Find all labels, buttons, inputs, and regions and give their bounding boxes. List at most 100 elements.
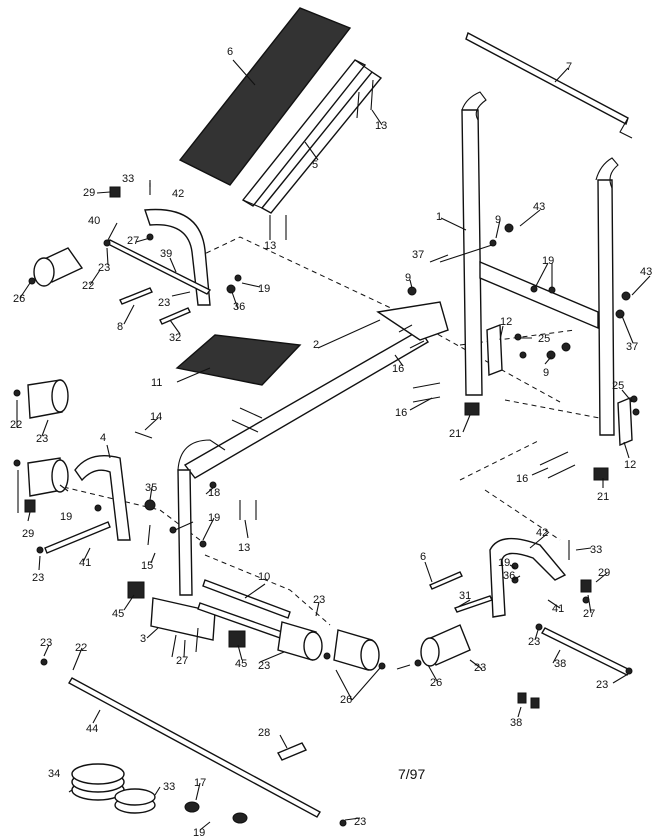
part-label: 19 <box>498 557 510 569</box>
part-label: 22 <box>10 419 22 431</box>
part-label: 25 <box>612 380 624 392</box>
roller-pad <box>27 379 69 419</box>
part-label: 33 <box>590 544 602 556</box>
roller-pad <box>333 629 380 671</box>
main-frame <box>177 301 449 596</box>
part-label: 41 <box>552 603 564 615</box>
part-label: 15 <box>141 560 153 572</box>
part-label: 37 <box>412 249 424 261</box>
part-label: 16 <box>516 473 528 485</box>
part-label: 42 <box>172 188 184 200</box>
part-label: 33 <box>122 173 134 185</box>
small-rods <box>44 239 631 676</box>
part-label: 23 <box>528 636 540 648</box>
back-pad <box>178 7 352 186</box>
part-label: 37 <box>626 341 638 353</box>
guide-line <box>484 489 561 541</box>
part-label: 3 <box>140 633 146 645</box>
part-label: 44 <box>86 723 98 735</box>
part-label: 23 <box>98 262 110 274</box>
part-label: 21 <box>597 491 609 503</box>
part-label: 11 <box>151 377 162 389</box>
part-label: 43 <box>533 201 545 213</box>
part-label: 23 <box>313 594 325 606</box>
leg-lift-bracket-top <box>144 208 211 306</box>
part-label: 5 <box>312 159 318 171</box>
part-label: 25 <box>538 333 550 345</box>
part-label: 9 <box>495 214 501 226</box>
part-label: 19 <box>542 255 554 267</box>
fasteners <box>13 79 640 827</box>
part-label: 6 <box>227 46 233 58</box>
roller-pad <box>277 621 323 661</box>
part-label: 23 <box>258 660 270 672</box>
part-label: 40 <box>88 215 100 227</box>
part-label: 23 <box>158 297 170 309</box>
part-label: 2 <box>313 339 319 351</box>
upright-frame <box>461 91 619 436</box>
part-label: 14 <box>150 411 162 423</box>
feet-caps <box>24 186 609 648</box>
guide-line <box>459 439 541 481</box>
part-label: 36 <box>233 301 245 313</box>
part-label: 17 <box>194 777 206 789</box>
part-label: 45 <box>112 608 124 620</box>
part-label: 42 <box>536 527 548 539</box>
part-label: 39 <box>160 248 172 260</box>
leg-lift-bracket-left <box>74 455 131 541</box>
date-code: 7/97 <box>398 766 425 782</box>
brackets <box>486 323 633 447</box>
roller-pad <box>27 457 69 497</box>
part-label: 29 <box>22 528 34 540</box>
part-label: 13 <box>375 120 387 132</box>
part-label: 10 <box>258 571 270 583</box>
back-pad-rails <box>241 59 383 214</box>
part-label: 26 <box>13 293 25 305</box>
part-labels: 6 7 13 5 33 29 42 40 27 39 23 22 26 23 1… <box>10 46 652 839</box>
part-label: 21 <box>449 428 461 440</box>
part-label: 23 <box>596 679 608 691</box>
part-label: 34 <box>48 768 60 780</box>
part-label: 22 <box>82 280 94 292</box>
part-label: 4 <box>100 432 106 444</box>
leg-lift-bracket-right <box>489 537 567 618</box>
part-label: 23 <box>354 816 366 828</box>
part-label: 27 <box>583 608 595 620</box>
part-label: 23 <box>40 637 52 649</box>
guide-line <box>197 236 396 311</box>
part-label: 36 <box>503 570 515 582</box>
part-label: 45 <box>235 658 247 670</box>
part-label: 7 <box>566 61 572 73</box>
part-label: 32 <box>169 332 181 344</box>
part-label: 23 <box>36 433 48 445</box>
part-label: 38 <box>510 717 522 729</box>
part-label: 19 <box>193 827 205 839</box>
part-label: 1 <box>436 211 442 223</box>
part-label: 12 <box>624 459 636 471</box>
part-label: 13 <box>238 542 250 554</box>
roller-pads <box>27 247 471 671</box>
part-label: 19 <box>258 283 270 295</box>
guide-line <box>504 399 611 421</box>
part-label: 12 <box>500 316 512 328</box>
crossbar <box>465 31 633 139</box>
part-label: 22 <box>75 642 87 654</box>
part-label: 27 <box>176 655 188 667</box>
part-label: 6 <box>420 551 426 563</box>
part-label: 38 <box>554 658 566 670</box>
part-label: 9 <box>405 272 411 284</box>
part-label: 33 <box>163 781 175 793</box>
part-label: 23 <box>474 662 486 674</box>
part-label: 29 <box>83 187 95 199</box>
guide-line <box>429 329 561 403</box>
part-label: 16 <box>395 407 407 419</box>
part-label: 16 <box>392 363 404 375</box>
weight-plates <box>71 763 156 814</box>
part-label: 9 <box>543 367 549 379</box>
part-label: 18 <box>208 487 220 499</box>
leader-lines <box>16 59 651 831</box>
part-label: 28 <box>258 727 270 739</box>
part-label: 29 <box>598 567 610 579</box>
